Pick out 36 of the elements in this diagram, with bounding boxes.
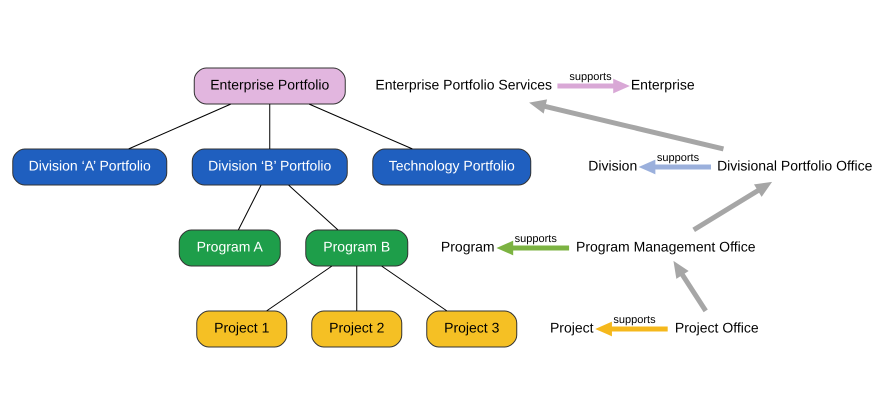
node-box: Technology Portfolio [372,148,532,186]
node-box: Project 3 [426,310,518,348]
node-text: Program [440,238,495,255]
node-box: Division ‘A’ Portfolio [12,148,168,186]
connector [308,104,413,150]
connector [266,266,332,312]
node-box: Project 1 [196,310,288,348]
edge-label: supports [656,152,700,164]
node-box: Project 2 [311,310,402,348]
node-box: Program B [305,230,408,266]
node-text: Program Management Office [576,238,756,255]
arrow [529,99,724,152]
connector [288,184,338,230]
connector [238,184,262,230]
arrow [673,260,708,312]
node-text: Project Office [674,320,759,336]
edge-label: supports [569,70,612,83]
arrow [496,240,570,256]
node-box: Program A [178,230,281,266]
arrow [557,78,630,94]
connector [381,266,448,312]
node-box: Enterprise Portfolio [194,68,346,104]
node-text: Division [588,158,638,174]
edge-label: supports [613,314,656,326]
arrow [692,182,772,232]
connector [269,104,270,150]
node-text: Project [550,320,594,336]
arrow [595,322,668,336]
connector [356,266,358,312]
edge-label: supports [514,232,557,245]
node-text: Divisional Portfolio Office [717,158,872,174]
arrow [638,160,711,174]
node-text: Enterprise [630,76,695,93]
node-text: Enterprise Portfolio Services [375,76,552,93]
connector [128,104,232,150]
node-box: Division ‘B’ Portfolio [192,148,348,186]
